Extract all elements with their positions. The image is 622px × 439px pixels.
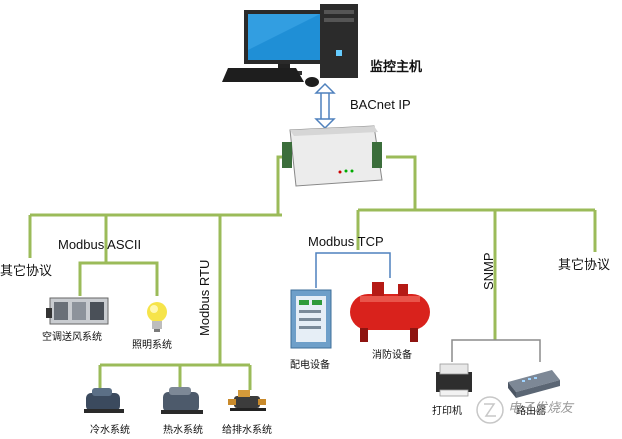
power-cabinet-icon — [290, 289, 332, 349]
green-connectors — [28, 155, 597, 390]
snmp-branch — [451, 339, 541, 362]
cooling-label: 冷水系统 — [90, 425, 130, 436]
tcp-branch — [315, 252, 391, 288]
chiller-icon — [84, 388, 124, 413]
drainage-label: 给排水系统 — [222, 425, 272, 436]
gray-connectors — [451, 339, 541, 362]
blue-connectors — [315, 252, 391, 288]
power-label: 配电设备 — [290, 360, 330, 371]
pump-icon — [228, 390, 266, 411]
ahu-label: 空调送风系统 — [42, 332, 102, 343]
modbus-tcp-label: Modbus TCP — [308, 234, 384, 249]
bacnet-arrow-icon — [314, 82, 336, 130]
watermark-text: 电子发烧友 — [508, 401, 574, 416]
heater-icon — [161, 387, 203, 414]
router-icon — [508, 370, 560, 398]
modbus-ascii-label: Modbus ASCII — [58, 237, 142, 252]
router-label: 路由器 — [516, 406, 546, 417]
watermark-logo-icon — [476, 396, 504, 424]
left-other-protocol-label: 其它协议 — [0, 264, 53, 279]
light-bulb-icon — [147, 302, 167, 332]
printer-label: 打印机 — [432, 406, 462, 417]
gateway-device-icon — [282, 125, 383, 187]
modbus-rtu-label: Modbus RTU — [197, 259, 212, 336]
gateway-right-link — [386, 155, 417, 210]
snmp-label: SNMP — [481, 252, 496, 290]
heating-label: 热水系统 — [163, 425, 203, 436]
ascii-branch — [78, 261, 159, 296]
fire-label: 消防设备 — [372, 350, 412, 361]
printer-icon — [436, 363, 472, 397]
host-label: 监控主机 — [370, 60, 423, 75]
bacnet-label: BACnet IP — [350, 97, 411, 112]
ahu-device-icon — [46, 297, 109, 325]
computer-icon — [222, 4, 358, 87]
fire-tank-icon — [350, 282, 430, 342]
lighting-label: 照明系统 — [132, 340, 172, 351]
right-other-protocol-label: 其它协议 — [558, 258, 611, 273]
